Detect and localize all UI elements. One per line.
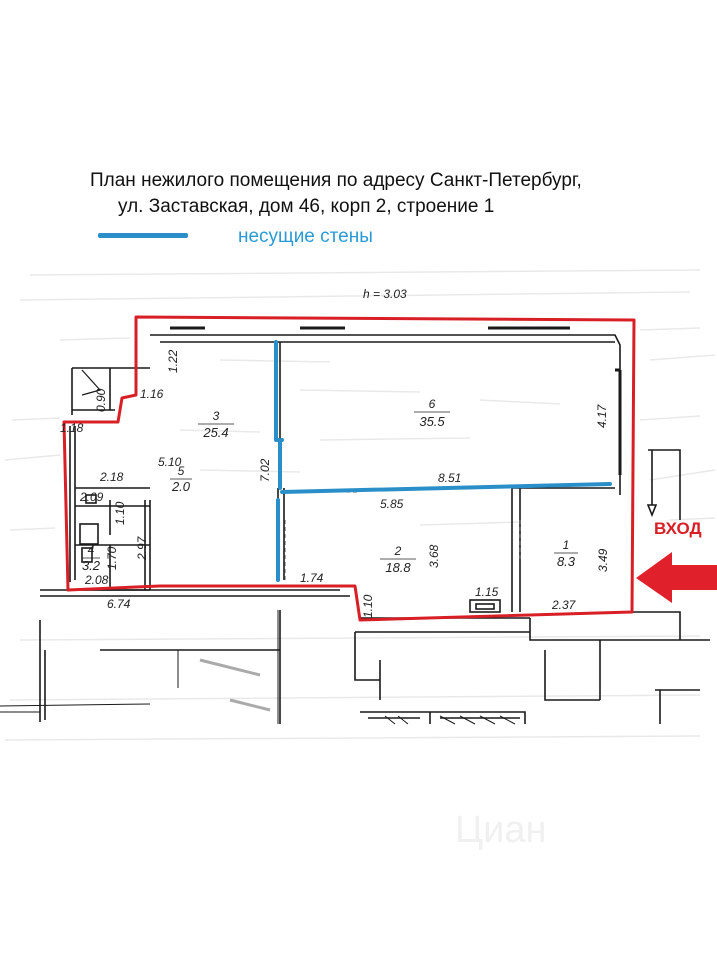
dim-label: 2.09 <box>79 490 104 504</box>
dim-label: 2.08 <box>84 573 109 587</box>
dim-label: 1.15 <box>475 585 499 599</box>
room-1-label: 1 8.3 <box>554 538 578 569</box>
room-4-label: 4 3.2 <box>82 543 101 573</box>
dim-label: 1.74 <box>300 571 324 585</box>
building-walls <box>0 326 710 725</box>
entrance-arrow <box>636 552 717 603</box>
room-number: 5 <box>178 464 185 478</box>
dim-label: 3.68 <box>427 544 441 568</box>
dim-label: 2.37 <box>551 598 577 612</box>
dim-label: 1.10 <box>113 501 127 525</box>
legend-label: несущие стены <box>238 226 373 247</box>
room-area: 8.3 <box>557 554 576 569</box>
room-6-label: 6 35.5 <box>414 397 450 429</box>
dim-label: 5.10 <box>158 455 182 469</box>
room-area: 25.4 <box>202 425 228 440</box>
dim-label: 2.97 <box>135 535 149 561</box>
dim-label: 6.74 <box>107 597 131 611</box>
room-number: 3 <box>213 409 220 423</box>
watermark: Циан <box>455 809 546 851</box>
room-labels: 3 25.4 6 35.5 5 2.0 4 3.2 2 18.8 1 8.3 <box>82 397 578 575</box>
room-3-label: 3 25.4 <box>198 409 234 440</box>
dim-label: 5.85 <box>380 497 404 511</box>
dim-label: 7.02 <box>258 458 272 482</box>
room-2-label: 2 18.8 <box>380 544 416 575</box>
dimension-labels: h = 3.03 1.22 0.90 1.16 1.18 7.02 4.17 5… <box>60 287 610 618</box>
room-number: 2 <box>394 544 402 558</box>
room-area: 2.0 <box>171 479 191 494</box>
premises-boundary <box>62 315 636 622</box>
legend-line-swatch <box>98 233 188 238</box>
dim-label: 1.22 <box>166 349 180 373</box>
dim-label: 3.49 <box>596 548 610 572</box>
dim-label: 1.70 <box>105 546 119 570</box>
room-number: 1 <box>563 538 570 552</box>
dim-label: 8.51 <box>438 471 461 485</box>
dim-label: 4.17 <box>595 403 609 428</box>
background-texture <box>4 269 716 741</box>
room-number: 4 <box>88 543 95 557</box>
plan-title: План нежилого помещения по адресу Санкт-… <box>60 168 700 220</box>
title-line-2: ул. Заставская, дом 46, корп 2, строение… <box>118 196 495 217</box>
dim-label: 2.18 <box>99 470 124 484</box>
dim-label: 0.90 <box>94 388 108 412</box>
room-area: 18.8 <box>385 560 411 575</box>
room-number: 6 <box>429 397 436 411</box>
title-line-1: План нежилого помещения по адресу Санкт-… <box>90 170 582 191</box>
ceiling-height-label: h = 3.03 <box>363 287 407 301</box>
dim-label: 1.18 <box>60 421 84 435</box>
room-area: 35.5 <box>419 414 445 429</box>
dim-label: 1.10 <box>361 594 375 618</box>
dim-label: 1.16 <box>140 387 164 401</box>
room-5-label: 5 2.0 <box>170 464 192 494</box>
room-area: 3.2 <box>82 558 101 573</box>
entrance-label: ВХОД <box>654 519 702 538</box>
load-bearing-walls <box>274 340 612 582</box>
